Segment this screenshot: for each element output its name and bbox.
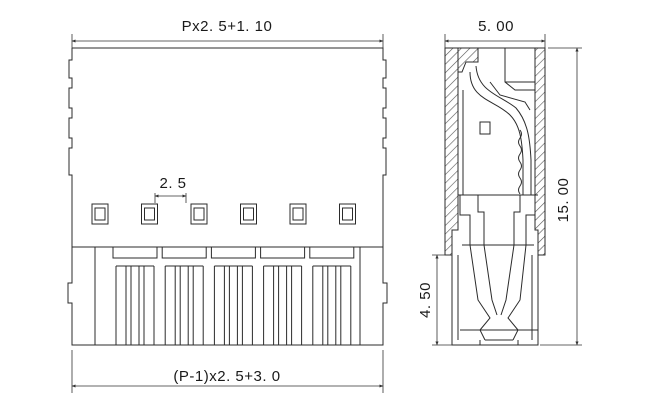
square-opening <box>190 203 208 225</box>
front-lower-body <box>67 247 388 346</box>
square-opening-inner <box>94 207 106 221</box>
side-height-label: 15. 00 <box>555 178 572 223</box>
side-dimensions <box>432 34 582 346</box>
pin-slot <box>210 247 256 345</box>
front-pin-slots <box>112 247 355 345</box>
square-opening-inner <box>193 207 205 221</box>
square-opening-inner <box>292 207 304 221</box>
square-opening <box>289 203 307 225</box>
side-latch-block <box>504 48 536 91</box>
square-opening <box>91 203 109 225</box>
square-opening <box>141 203 158 225</box>
front-dimensions <box>71 34 384 393</box>
side-lower-height-label: 4. 50 <box>417 282 434 318</box>
square-opening-inner <box>243 207 254 221</box>
side-inner-wave <box>518 129 522 195</box>
side-left-wall <box>444 47 459 256</box>
square-opening-inner <box>144 207 155 221</box>
side-spring-contact <box>469 65 532 195</box>
front-square-openings <box>91 203 356 225</box>
front-bottom-width-label: (P-1)x2. 5+3. 0 <box>173 368 280 385</box>
front-view <box>67 47 388 346</box>
side-contact-fork <box>459 195 536 341</box>
side-right-wall <box>534 47 546 256</box>
square-opening <box>240 203 257 225</box>
square-opening <box>339 203 356 225</box>
side-small-window <box>479 121 491 135</box>
pin-slot <box>161 247 207 345</box>
side-top-width-label: 5. 00 <box>478 18 514 35</box>
front-body-outline <box>68 47 387 247</box>
pin-slot <box>260 247 306 345</box>
front-top-width-label: Px2. 5+1. 10 <box>182 18 273 35</box>
side-top-cap <box>457 47 479 73</box>
pin-slot <box>112 247 158 345</box>
pitch-label: 2. 5 <box>159 175 186 192</box>
pin-slot <box>309 247 355 345</box>
side-view <box>444 47 546 346</box>
square-opening-inner <box>342 207 353 221</box>
